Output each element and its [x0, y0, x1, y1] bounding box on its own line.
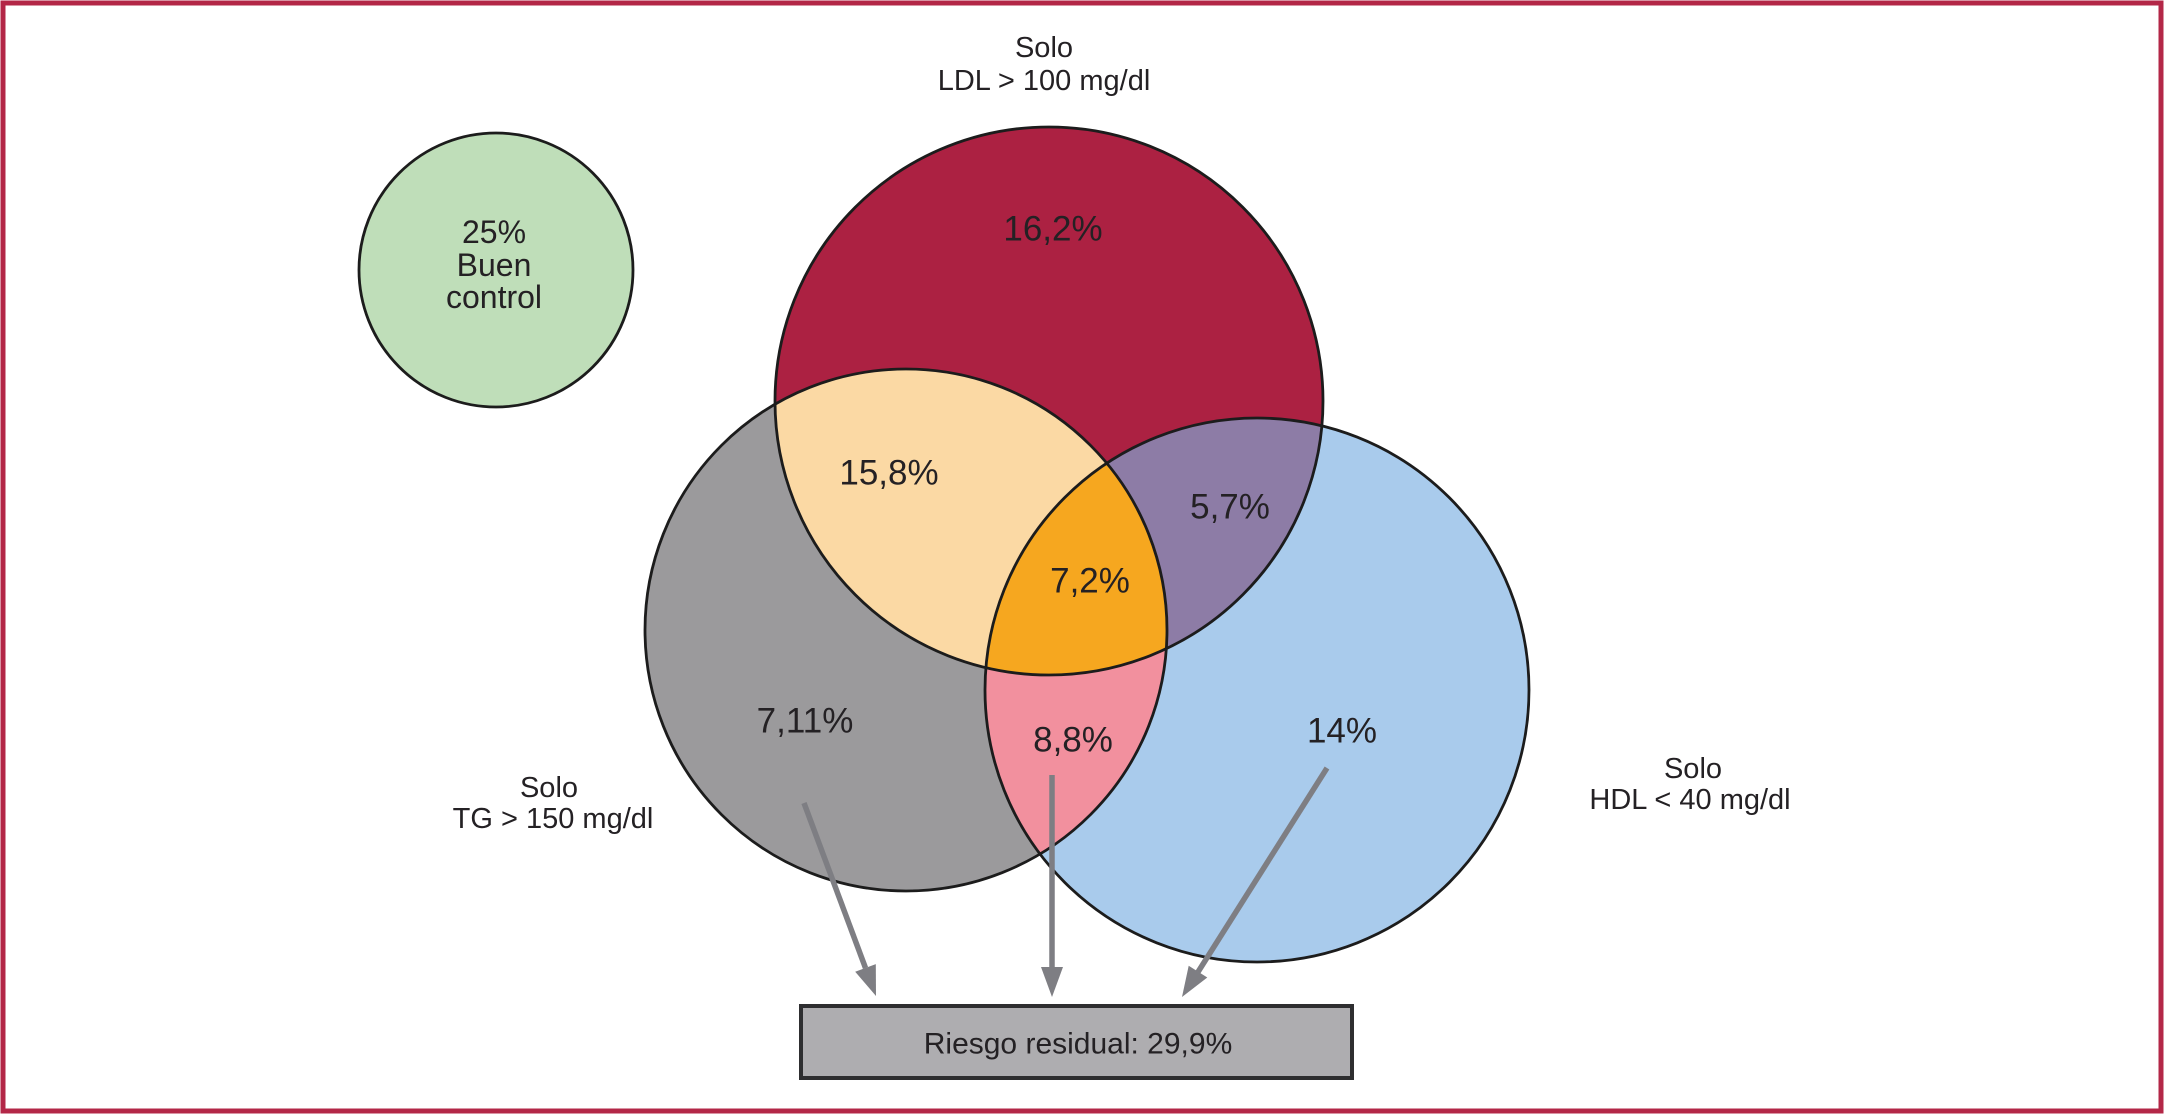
overlap-all-region: [985, 418, 1167, 675]
arrow-tg-line: [801, 802, 869, 969]
arrow-hdl-line: [1195, 766, 1330, 974]
ldl-label-line1: Solo: [1015, 32, 1073, 64]
ldl-circle-outline: [773, 125, 1325, 677]
tg-circle-outline: [643, 367, 1169, 893]
good-control-label-line1: Buen: [457, 247, 532, 283]
arrow-hdl-to-residual: [1182, 766, 1330, 997]
tg-label-line2: TG > 150 mg/dl: [453, 803, 654, 835]
ldl-only-value: 16,2%: [1003, 210, 1102, 249]
good-control-value: 25%: [462, 214, 526, 250]
good-control-label-line2: control: [446, 279, 542, 315]
arrow-tg-to-residual: [801, 802, 876, 996]
arrow-tg-head: [855, 964, 876, 996]
overlap-ldl-tg-value: 15,8%: [839, 454, 938, 493]
overlap-ldl-hdl-value: 5,7%: [1190, 488, 1270, 527]
overlap-all-fill: [985, 418, 1167, 675]
hdl-circle-outline: [983, 416, 1531, 964]
hdl-label-line2: HDL < 40 mg/dl: [1589, 784, 1790, 816]
tg-only-value: 7,11%: [757, 702, 854, 741]
hdl-only-value: 14%: [1307, 712, 1377, 751]
tg-label-line1: Solo: [520, 772, 578, 804]
hdl-label-line1: Solo: [1664, 753, 1722, 785]
ldl-label-line2: LDL > 100 mg/dl: [938, 65, 1151, 97]
residual-risk-label: Riesgo residual: 29,9%: [924, 1028, 1233, 1061]
arrow-tghdl-to-residual: [1041, 775, 1063, 997]
residual-risk-box: [799, 1004, 1354, 1080]
arrow-tghdl-head: [1041, 967, 1063, 997]
arrow-hdl-head: [1182, 965, 1208, 997]
good-control-circle: [357, 131, 635, 409]
overlap-all-value: 7,2%: [1050, 562, 1130, 601]
overlap-tg-hdl-value: 8,8%: [1033, 721, 1113, 760]
